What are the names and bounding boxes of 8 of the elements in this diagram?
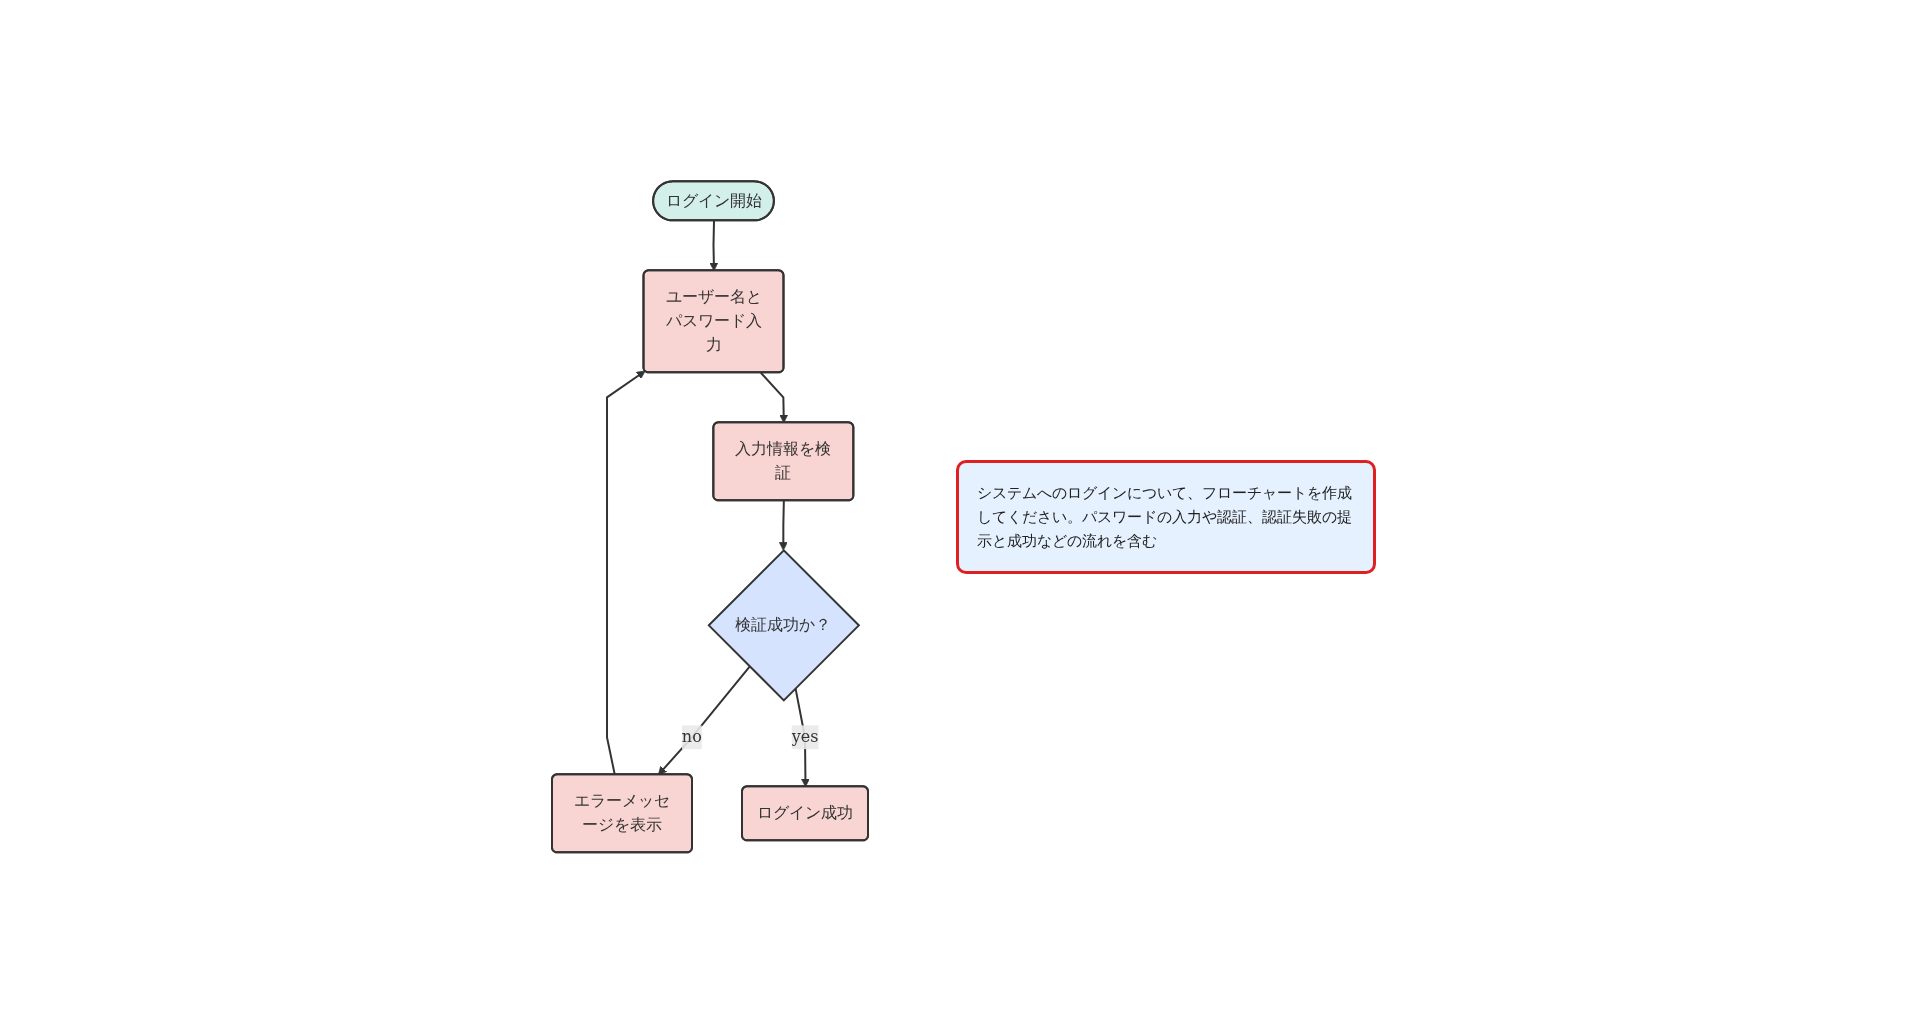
edge-label: yes (791, 726, 819, 746)
edge-label: no (681, 726, 702, 746)
arrow (657, 665, 751, 775)
arrow (709, 219, 719, 271)
arrow (778, 499, 788, 551)
node-diamond: 検証成功か？ (707, 548, 861, 702)
arrow (759, 371, 789, 423)
prompt-message: システムへのログインについて、フローチャートを作成してください。パスワードの入力や認証、認証失敗の提示と成功などの流れを含む (956, 459, 1376, 574)
